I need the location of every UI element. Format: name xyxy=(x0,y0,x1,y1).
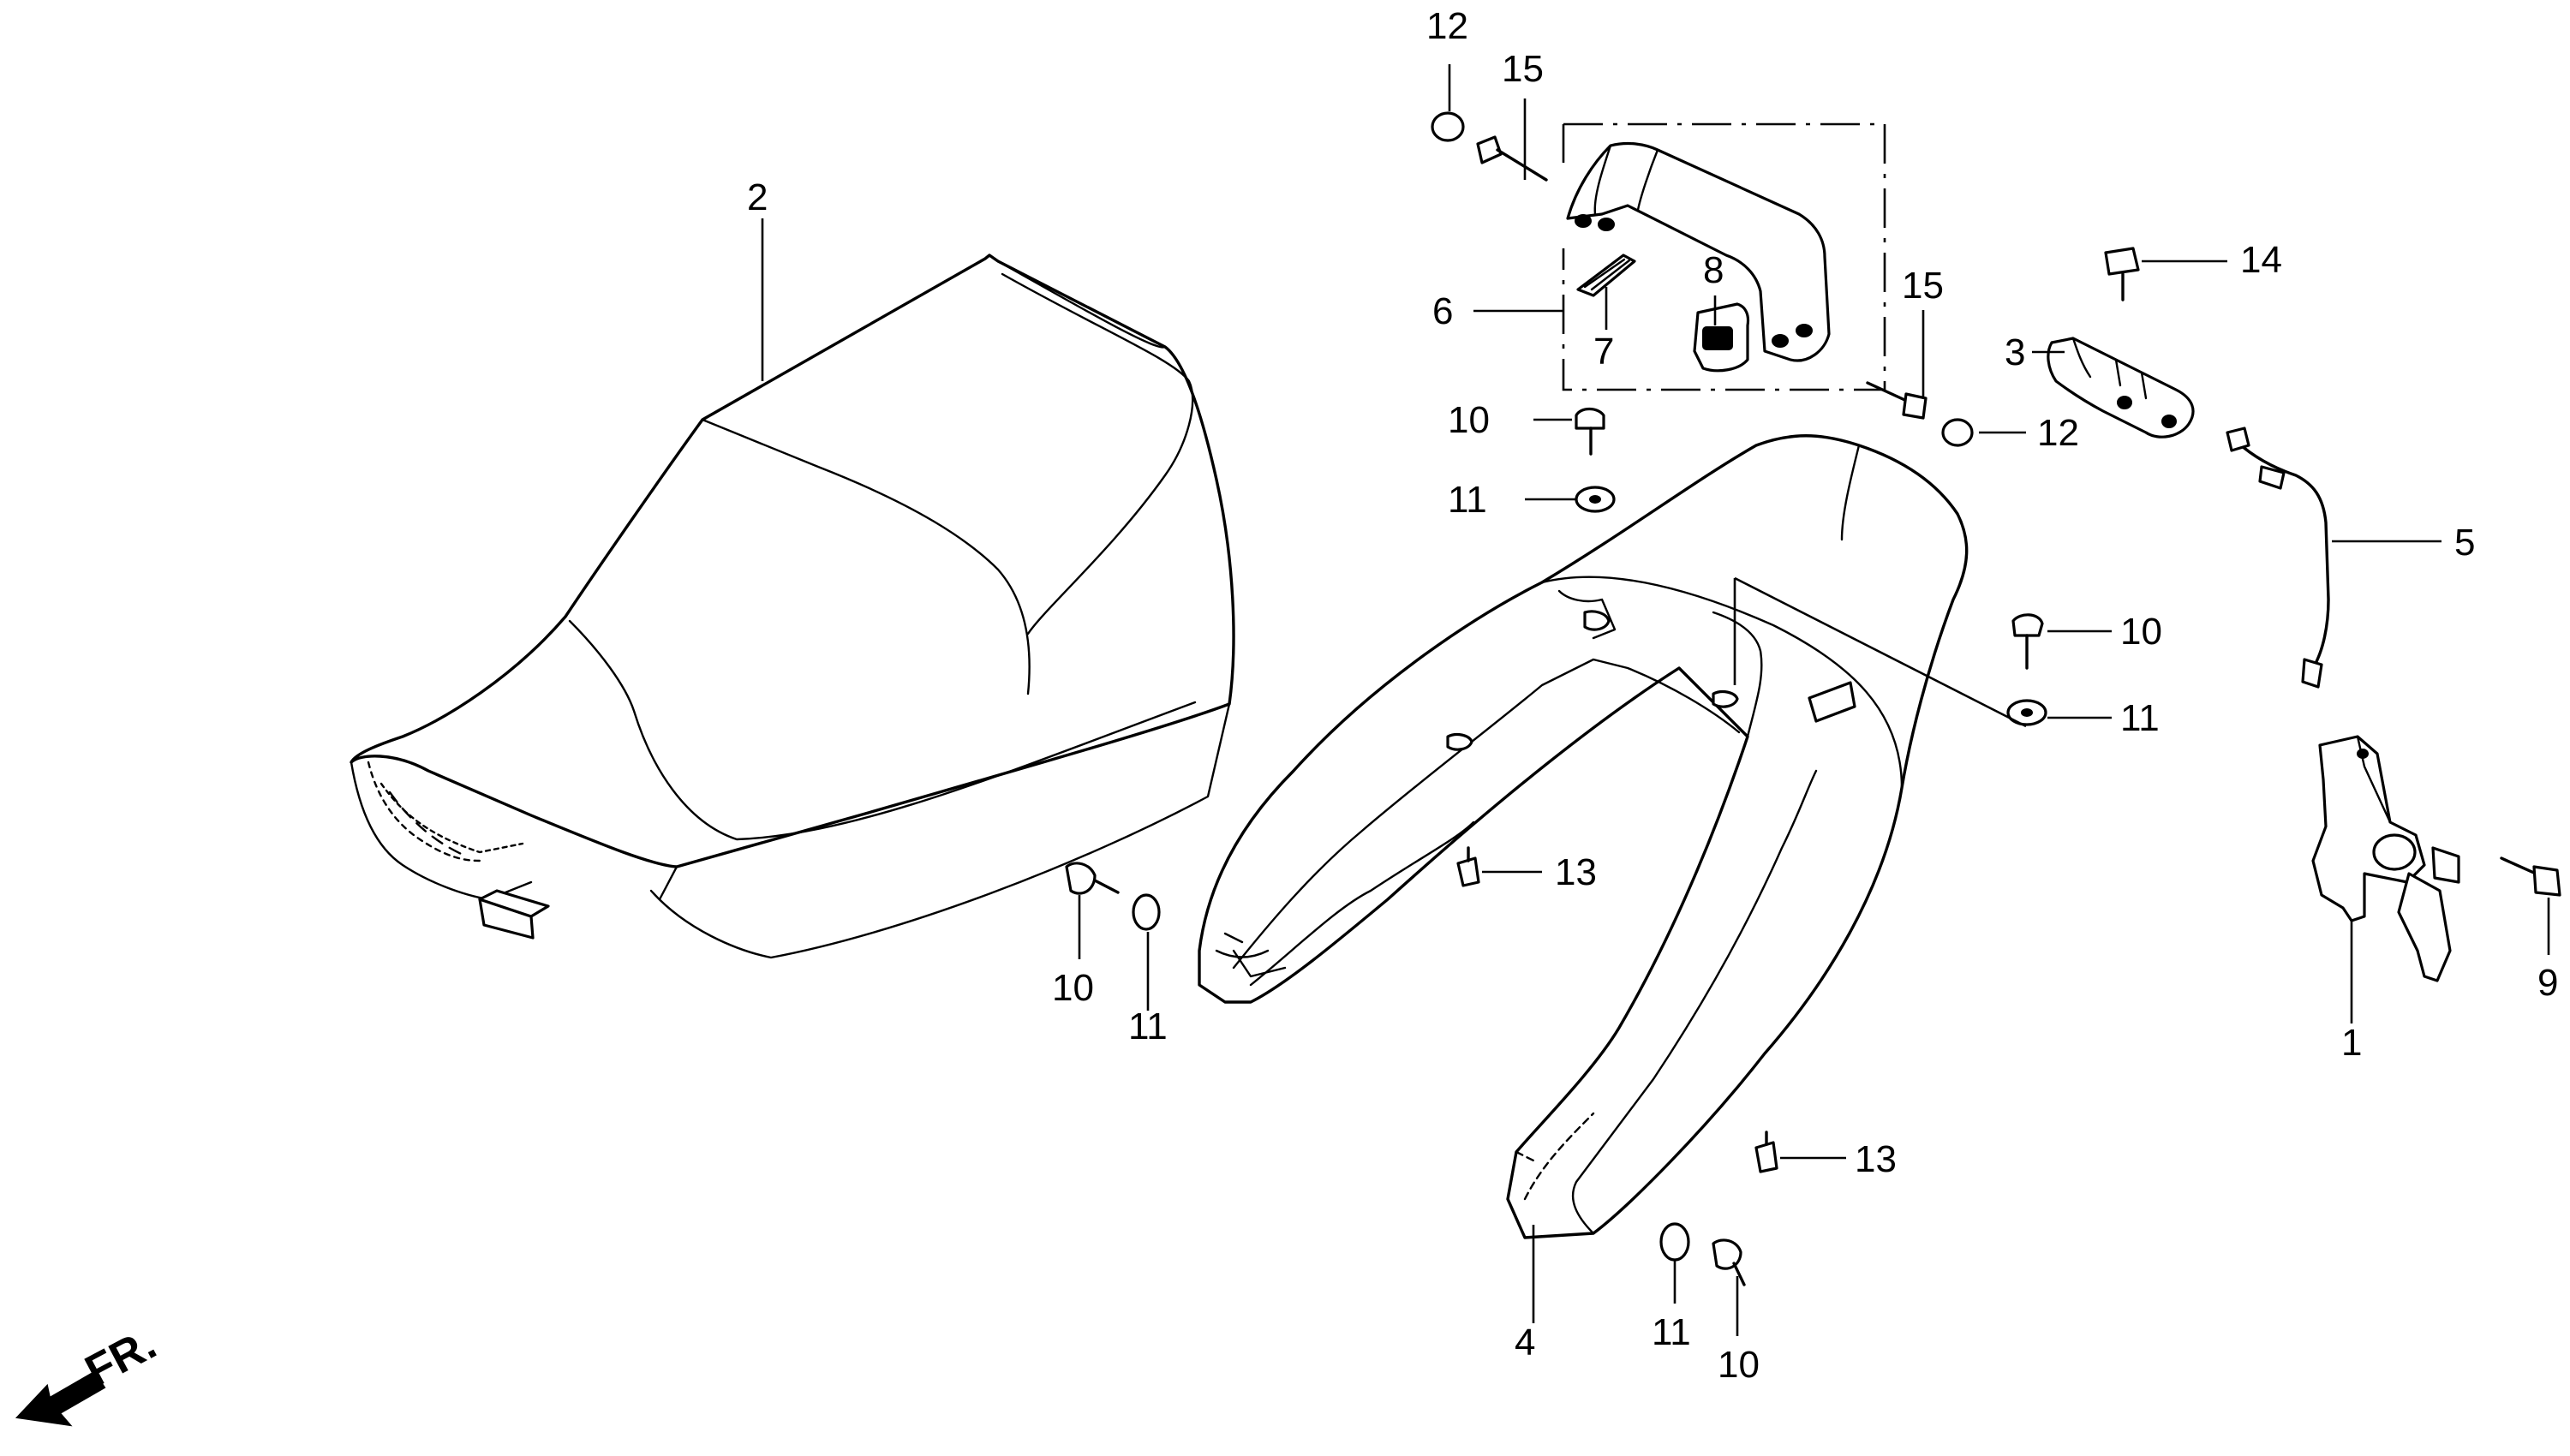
callout-1: 1 xyxy=(2341,1022,2362,1064)
seat-drawing xyxy=(350,254,1235,959)
front-direction-indicator: FR. xyxy=(15,1319,164,1427)
leader-lines xyxy=(761,64,2550,1336)
lock-assembly-drawing xyxy=(2047,337,2460,982)
callout-labels: 2 12 15 6 7 8 15 14 3 12 10 11 5 10 11 1… xyxy=(747,5,2558,1386)
callout-13-lower: 13 xyxy=(1855,1138,1897,1180)
callout-15-mid: 15 xyxy=(1902,265,1944,307)
callout-12-top: 12 xyxy=(1426,5,1468,47)
seat-cowl-drawing xyxy=(1198,434,1969,1239)
callout-10-upper: 10 xyxy=(1448,399,1490,441)
callout-12-mid: 12 xyxy=(2037,412,2079,454)
callout-2: 2 xyxy=(747,176,768,218)
hardware-drawing xyxy=(1065,111,2561,1286)
callout-10-bottom: 10 xyxy=(1718,1344,1760,1386)
callout-15-top: 15 xyxy=(1502,48,1544,90)
callout-9: 9 xyxy=(2537,962,2558,1004)
callout-4: 4 xyxy=(1515,1322,1535,1364)
callout-13-upper: 13 xyxy=(1555,851,1597,893)
callout-10-left: 10 xyxy=(1052,967,1094,1009)
callout-11-upper: 11 xyxy=(1448,479,1487,521)
callout-10-right: 10 xyxy=(2120,611,2162,653)
callout-3: 3 xyxy=(2005,331,2025,373)
callout-11-left: 11 xyxy=(1128,1005,1168,1047)
callout-7: 7 xyxy=(1593,331,1614,373)
callout-11-right: 11 xyxy=(2120,697,2160,739)
callout-6: 6 xyxy=(1432,290,1453,332)
callout-14: 14 xyxy=(2240,239,2282,281)
callout-5: 5 xyxy=(2454,522,2475,564)
callout-11-bottom: 11 xyxy=(1652,1311,1691,1353)
grab-rail-drawing xyxy=(1562,122,1886,391)
callout-8: 8 xyxy=(1703,249,1724,291)
